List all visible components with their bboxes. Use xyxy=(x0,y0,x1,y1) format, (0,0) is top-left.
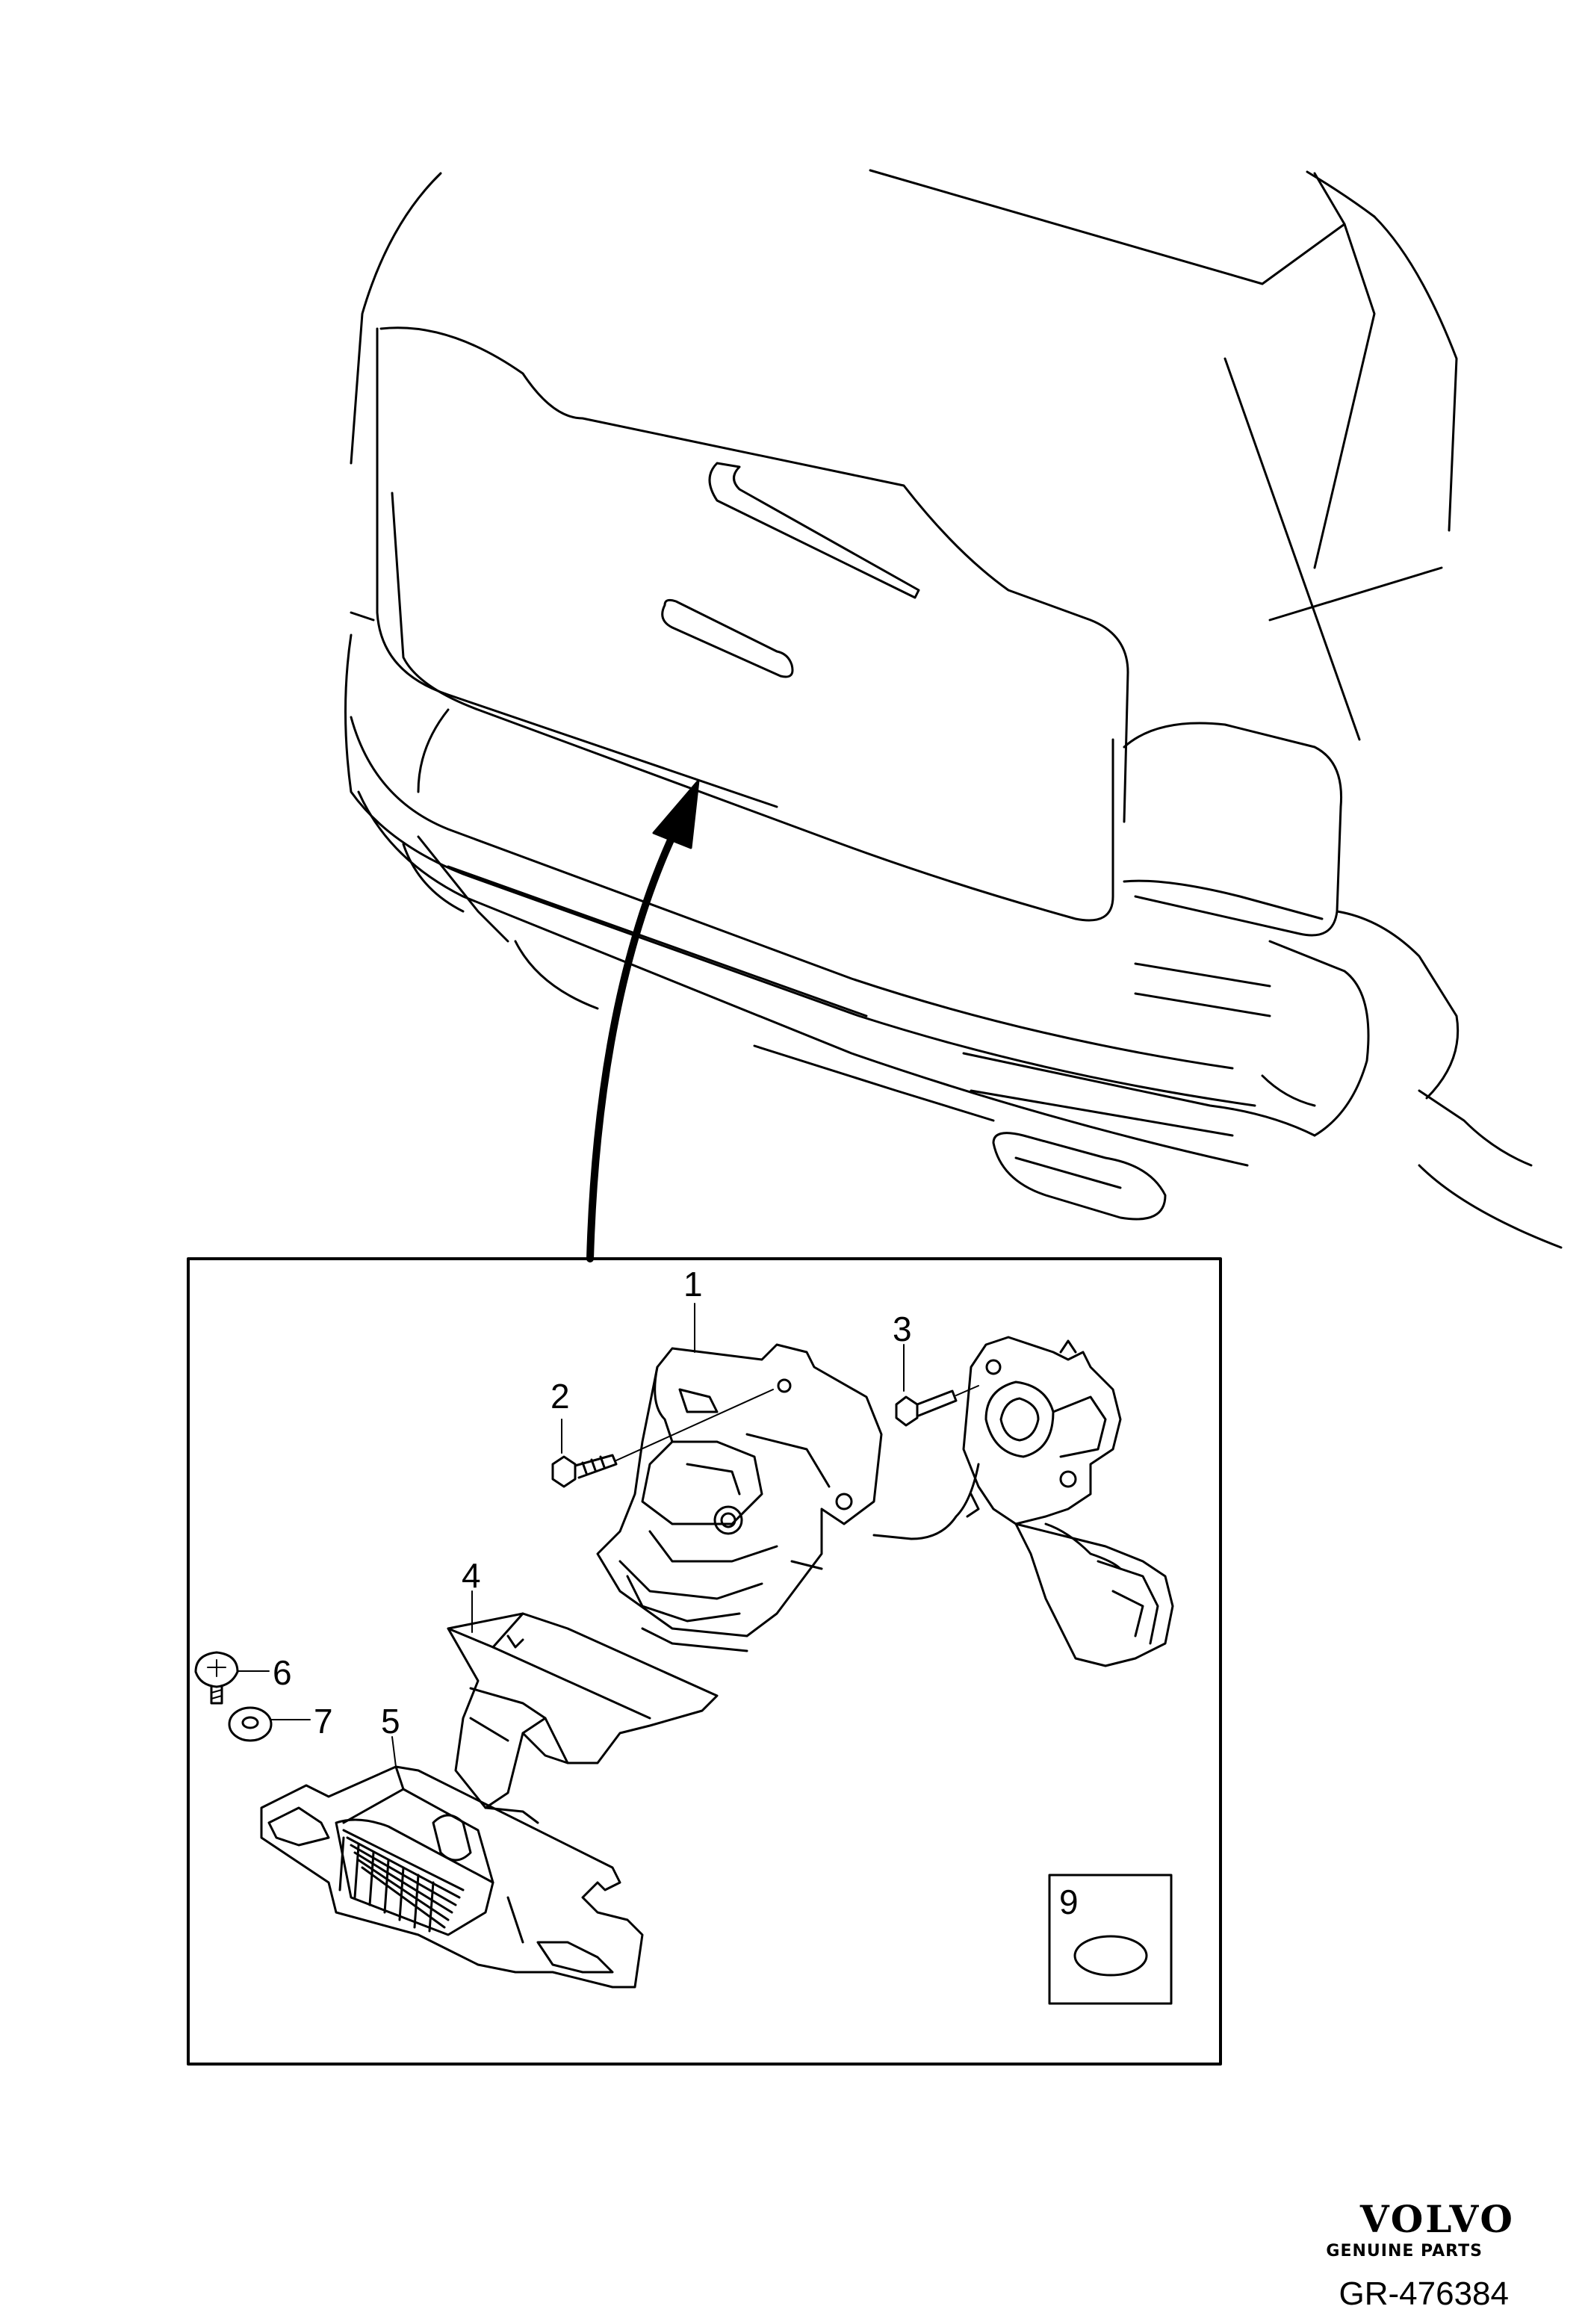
part-bolt-3 xyxy=(895,1344,979,1427)
reference-number: GR-476384 xyxy=(1339,2275,1509,2312)
part-lock-mechanism xyxy=(596,1343,883,1652)
brand-tagline: GENUINE PARTS xyxy=(1326,2242,1483,2261)
part-actuator-motor xyxy=(872,1336,1174,1667)
part-9-box xyxy=(1048,1874,1173,2005)
callout-6: 6 xyxy=(273,1653,292,1692)
part-handle-housing xyxy=(260,1736,644,1989)
callout-5: 5 xyxy=(381,1702,400,1741)
car-rear-illustration xyxy=(344,169,1563,1249)
detail-frame xyxy=(187,1257,1222,2066)
callout-2: 2 xyxy=(550,1377,570,1416)
part-cover xyxy=(447,1612,719,1824)
pointer-arrow xyxy=(586,779,700,1262)
callout-4: 4 xyxy=(462,1556,481,1595)
callout-9: 9 xyxy=(1059,1883,1079,1921)
part-washer-7 xyxy=(228,1706,311,1742)
callout-1: 1 xyxy=(683,1265,703,1304)
part-bolt-2 xyxy=(551,1389,774,1488)
callout-3: 3 xyxy=(893,1310,912,1348)
brand-logo: VOLVO xyxy=(1359,2197,1515,2241)
callout-7: 7 xyxy=(314,1702,333,1741)
part-screw-6 xyxy=(194,1651,270,1705)
